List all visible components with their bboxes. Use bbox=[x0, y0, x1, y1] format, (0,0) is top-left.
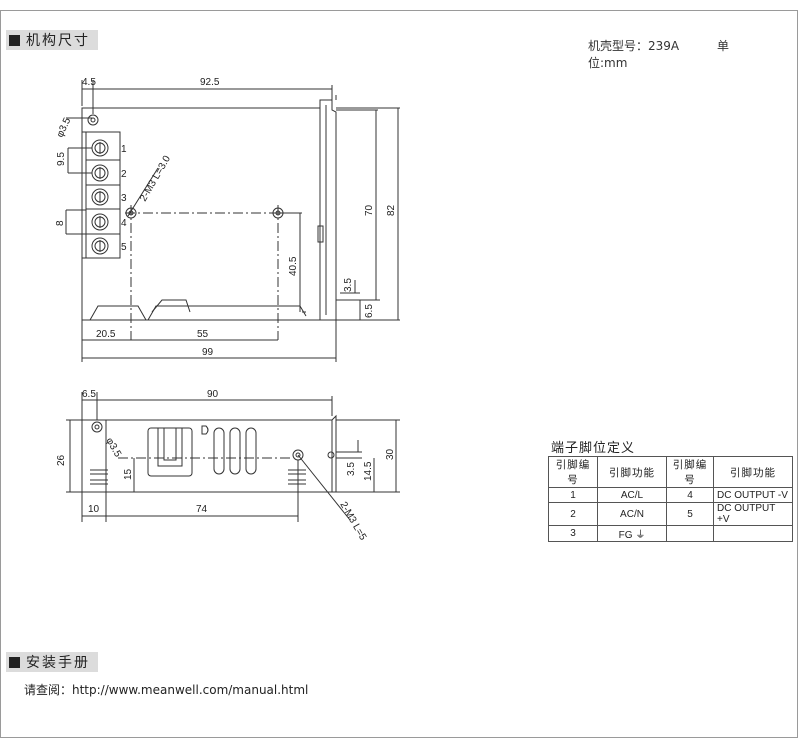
side-dim-3-5: 3.5 bbox=[346, 462, 357, 476]
pin-fn bbox=[713, 525, 793, 542]
pin-table: 引脚编号 引脚功能 引脚编号 引脚功能 1 AC/L 4 DC OUTPUT -… bbox=[548, 456, 793, 542]
pin-fn: AC/L bbox=[597, 487, 667, 503]
dim-m3-top: 2-M3 L=3.0 bbox=[138, 154, 173, 204]
case-model: 机壳型号：239A bbox=[588, 39, 680, 53]
pin-header-fn-1: 引脚功能 bbox=[597, 456, 667, 488]
terminal-screws bbox=[91, 139, 109, 255]
terminal-num-2: 2 bbox=[121, 169, 127, 180]
section-title: 安装手册 bbox=[26, 655, 90, 671]
pin-fn: DC OUTPUT +V bbox=[713, 502, 793, 526]
dim-3-5-top: 3.5 bbox=[343, 278, 354, 292]
pin-header-fn-2: 引脚功能 bbox=[713, 456, 793, 488]
dim-phi-3-5: φ3.5 bbox=[55, 116, 74, 140]
pin-table-header-row: 引脚编号 引脚功能 引脚编号 引脚功能 bbox=[548, 456, 793, 488]
section-header-dimensions: 机构尺寸 bbox=[6, 30, 98, 50]
section-square-icon bbox=[9, 34, 20, 46]
dim-40-5: 40.5 bbox=[288, 256, 299, 276]
section-title: 机构尺寸 bbox=[26, 33, 90, 49]
side-chassis-outline bbox=[81, 414, 337, 493]
side-dim-90: 90 bbox=[207, 389, 219, 400]
pin-fn: FG ⏚ bbox=[597, 525, 667, 542]
pin-no bbox=[666, 525, 714, 542]
table-row: 2 AC/N 5 DC OUTPUT +V bbox=[548, 502, 793, 526]
side-dim-14-5: 14.5 bbox=[363, 461, 374, 481]
side-dim-6-5: 6.5 bbox=[82, 389, 96, 400]
pin-no: 3 bbox=[548, 525, 598, 542]
side-view-drawing bbox=[66, 392, 400, 522]
dim-82: 82 bbox=[386, 204, 397, 216]
table-row: 3 FG ⏚ bbox=[548, 525, 793, 542]
dim-55: 55 bbox=[197, 329, 209, 340]
table-row: 1 AC/L 4 DC OUTPUT -V bbox=[548, 487, 793, 503]
terminal-num-5: 5 bbox=[121, 242, 127, 253]
pin-header-no-2: 引脚编号 bbox=[666, 456, 714, 488]
section-header-install: 安装手册 bbox=[6, 652, 98, 672]
pin-table-title: 端子脚位定义 bbox=[551, 441, 636, 456]
side-dim-10: 10 bbox=[88, 504, 100, 515]
section-square-icon bbox=[9, 656, 20, 668]
unit-label: 单位:mm bbox=[588, 39, 729, 70]
dim-6-5-top: 6.5 bbox=[364, 304, 375, 318]
side-dim-15: 15 bbox=[123, 468, 134, 480]
manual-link-text[interactable]: 请查阅：http://www.meanwell.com/manual.html bbox=[24, 683, 309, 697]
pin-fn: AC/N bbox=[597, 502, 667, 526]
terminal-num-1: 1 bbox=[121, 144, 127, 155]
terminal-num-3: 3 bbox=[121, 193, 127, 204]
top-chassis-outline bbox=[81, 99, 337, 321]
dim-4-5: 4.5 bbox=[82, 77, 96, 88]
dim-9-5: 9.5 bbox=[56, 152, 67, 166]
pin-header-no-1: 引脚编号 bbox=[548, 456, 598, 488]
pin-no: 1 bbox=[548, 487, 598, 503]
dim-8: 8 bbox=[55, 220, 66, 226]
page-frame bbox=[0, 10, 798, 738]
terminal-block bbox=[81, 131, 121, 259]
side-dim-26: 26 bbox=[56, 454, 67, 466]
pin-no: 2 bbox=[548, 502, 598, 526]
case-info: 机壳型号：239A 单位:mm bbox=[588, 37, 800, 71]
side-dim-m3: 2-M3 L=5 bbox=[337, 500, 368, 543]
pin-no: 4 bbox=[666, 487, 714, 503]
dim-99: 99 bbox=[202, 347, 214, 358]
dim-20-5: 20.5 bbox=[96, 329, 116, 340]
dim-70: 70 bbox=[364, 204, 375, 216]
side-view-dimension-labels: 6.5 90 φ3.5 26 15 3.5 14.5 30 10 74 2-M3… bbox=[56, 389, 396, 543]
pin-fn: DC OUTPUT -V bbox=[713, 487, 793, 503]
terminal-num-4: 4 bbox=[121, 218, 127, 229]
side-dim-30: 30 bbox=[385, 448, 396, 460]
pin-no: 5 bbox=[666, 502, 714, 526]
side-dim-74: 74 bbox=[196, 504, 208, 515]
dim-92-5: 92.5 bbox=[200, 77, 220, 88]
